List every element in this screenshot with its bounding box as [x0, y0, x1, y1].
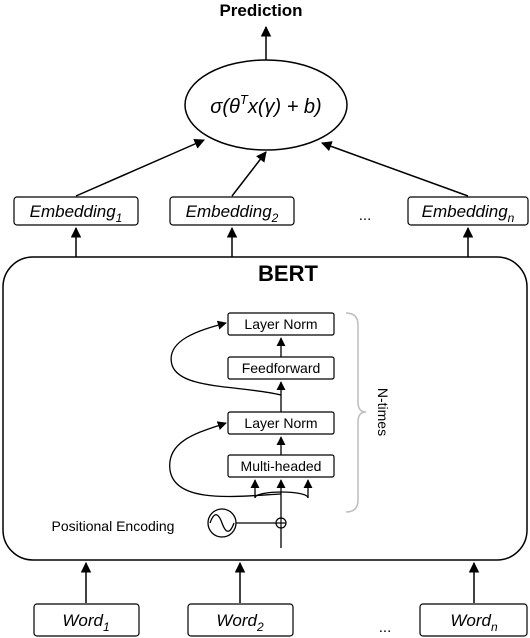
svg-text:Embedding1: Embedding1	[30, 202, 123, 225]
sigmoid-rest: x(γ) + b)	[247, 96, 322, 118]
bert-title: BERT	[258, 261, 318, 286]
word-n: Wordn	[419, 603, 528, 637]
sigmoid-sigma: σ(θ	[210, 96, 240, 118]
residual-attention	[169, 421, 282, 498]
add-operator-icon	[275, 517, 287, 529]
layer-norm-bottom: Layer Norm	[227, 411, 335, 435]
embedding-1: Embedding1	[13, 196, 139, 226]
sigmoid-superscript: T	[240, 92, 249, 107]
n-times-brace	[345, 312, 367, 513]
prediction-label: Prediction	[219, 1, 302, 20]
word-2: Word2	[187, 603, 294, 637]
positional-encoding-label: Positional Encoding	[52, 518, 175, 534]
sigmoid-formula: σ(θTx(γ) + b)	[210, 92, 321, 118]
feedforward-layer: Feedforward	[227, 356, 335, 380]
sigmoid-node	[184, 59, 348, 151]
svg-text:Embeddingn: Embeddingn	[422, 202, 515, 225]
word-1: Word1	[33, 603, 140, 637]
arrow-embn-to-sigmoid	[321, 141, 469, 197]
multi-headed-attention: Multi-headed	[227, 454, 335, 478]
svg-text:Feedforward: Feedforward	[242, 360, 321, 376]
arrow-emb1-to-sigmoid	[75, 138, 205, 197]
residual-ff	[170, 320, 282, 396]
bert-block	[2, 256, 528, 561]
svg-text:Embedding2: Embedding2	[186, 202, 279, 225]
embedding-n: Embeddingn	[407, 196, 529, 226]
svg-text:Word1: Word1	[62, 611, 109, 634]
embedding-2: Embedding2	[169, 196, 295, 226]
svg-text:Wordn: Wordn	[450, 611, 498, 634]
attention-split	[254, 491, 309, 499]
arrow-emb2-to-sigmoid	[231, 151, 267, 197]
svg-text:Multi-headed: Multi-headed	[241, 458, 322, 474]
svg-text:Layer Norm: Layer Norm	[244, 415, 317, 431]
sine-wave-icon	[207, 508, 237, 538]
n-times-label: N-times	[375, 388, 391, 436]
embedding-ellipsis: ...	[359, 207, 372, 224]
svg-text:Word2: Word2	[216, 611, 264, 634]
svg-text:Layer Norm: Layer Norm	[244, 316, 317, 332]
layer-norm-top: Layer Norm	[227, 312, 335, 336]
word-ellipsis: ...	[379, 619, 392, 636]
